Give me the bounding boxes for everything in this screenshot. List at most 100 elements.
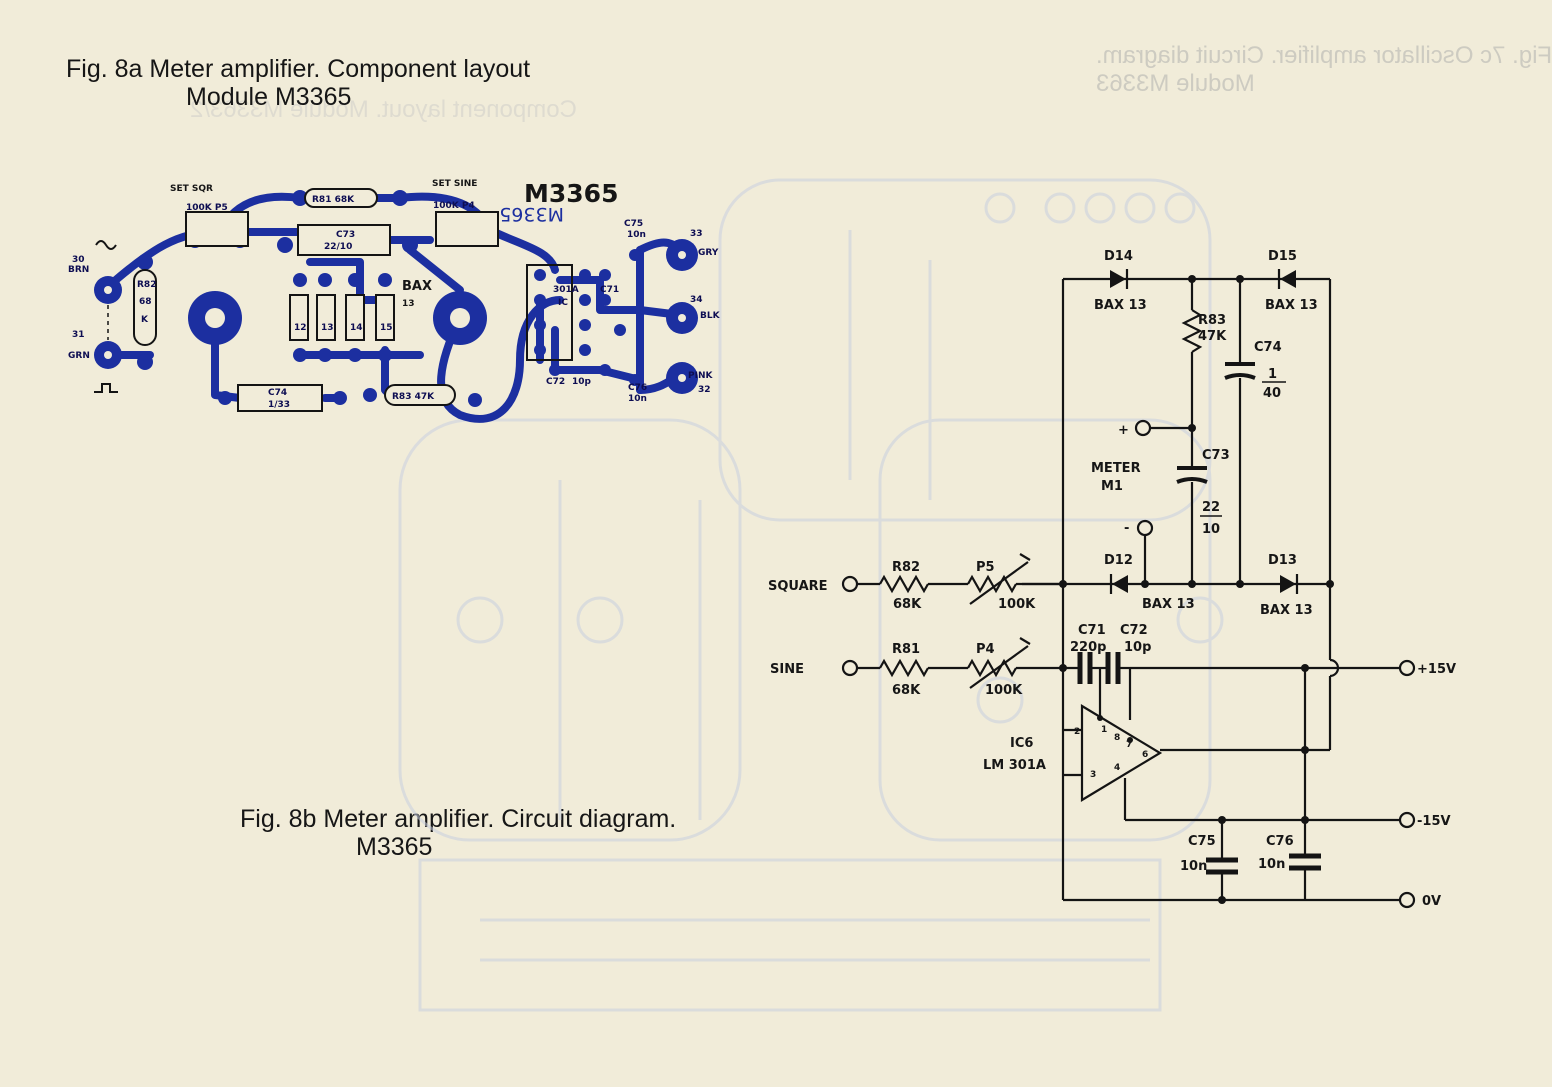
label-c74-value-bottom: 40 bbox=[1263, 386, 1281, 401]
label-d13-type: BAX 13 bbox=[1260, 603, 1313, 618]
label-pin32: 32 bbox=[698, 385, 711, 395]
label-set-sine: SET SINE bbox=[432, 179, 477, 189]
label-c76-value: 10n bbox=[1258, 857, 1285, 872]
label-d12-type: BAX 13 bbox=[1142, 597, 1195, 612]
label-p5: 100K P5 bbox=[186, 203, 228, 213]
fig8a-caption-module: Module M3365 bbox=[186, 83, 352, 111]
show-through-board bbox=[398, 178, 1224, 1012]
label-r82-unit: K bbox=[141, 315, 149, 325]
label-c71-value: 220p bbox=[1070, 640, 1106, 655]
label-pin33: 33 bbox=[690, 229, 703, 239]
label-c72: C72 bbox=[546, 377, 565, 387]
component-outlines bbox=[133, 188, 573, 412]
label-r81: R81 bbox=[892, 642, 920, 657]
label-d12: 12 bbox=[294, 323, 307, 333]
component-layout: SET SQR 100K P5 SET SINE 100K P4 R81 68K… bbox=[68, 179, 721, 423]
diode-d14 bbox=[1110, 269, 1129, 289]
label-p4: 100K P4 bbox=[433, 201, 475, 211]
label-d15: D15 bbox=[1268, 249, 1297, 264]
label-r81-value: 68K bbox=[892, 683, 921, 698]
label-pin8: 8 bbox=[1114, 733, 1120, 743]
fig8b-caption: Fig. 8b Meter amplifier. Circuit diagram… bbox=[240, 805, 677, 833]
terminal-31-hole bbox=[104, 351, 112, 359]
label-c72: C72 bbox=[1120, 623, 1148, 638]
label-c74-value: 1/33 bbox=[268, 400, 290, 410]
label-d12: D12 bbox=[1104, 553, 1133, 568]
capacitor-c71 bbox=[1077, 652, 1093, 684]
junction-dots bbox=[1059, 275, 1334, 904]
terminal-33-hole bbox=[678, 251, 686, 259]
circuit-diagram: D14 BAX 13 D15 BAX 13 R83 47K C74 1 40 +… bbox=[768, 249, 1456, 909]
sine-wave-icon bbox=[95, 240, 117, 250]
label-meter-plus: + bbox=[1118, 423, 1129, 438]
label-r83-value: 47K bbox=[1198, 329, 1227, 344]
mounting-hole-left bbox=[205, 308, 225, 328]
label-set-sqr: SET SQR bbox=[170, 184, 213, 194]
small-pads bbox=[137, 190, 641, 407]
diode-d12 bbox=[1109, 574, 1128, 594]
label-zero-v: 0V bbox=[1422, 894, 1441, 909]
label-c71: C71 bbox=[1078, 623, 1106, 638]
label-pin31: 31 bbox=[72, 330, 85, 340]
label-c74: C74 bbox=[268, 388, 287, 398]
label-ic: IC bbox=[558, 298, 568, 308]
label-r83: R83 47K bbox=[392, 392, 435, 402]
label-c76: C76 bbox=[1266, 834, 1294, 849]
label-pin2: 2 bbox=[1074, 727, 1080, 737]
label-c75-value: 10n bbox=[627, 230, 646, 240]
label-pin1: 1 bbox=[1101, 725, 1107, 735]
label-ic6: IC6 bbox=[1010, 736, 1033, 751]
label-c76-value: 10n bbox=[628, 394, 647, 404]
label-r82-value: 68K bbox=[893, 597, 922, 612]
label-pin30-colour: BRN bbox=[68, 265, 89, 275]
square-wave-icon bbox=[94, 383, 118, 393]
label-pin31-colour: GRN bbox=[68, 351, 90, 361]
label-pin3: 3 bbox=[1090, 770, 1096, 780]
label-c73-value-bottom: 10 bbox=[1202, 522, 1220, 537]
label-d14: D14 bbox=[1104, 249, 1133, 264]
label-d13: 13 bbox=[321, 323, 334, 333]
capacitor-c72 bbox=[1105, 652, 1121, 684]
label-pin34: 34 bbox=[690, 295, 703, 305]
label-module-handwritten: M3365 bbox=[499, 203, 564, 225]
label-ic6-type: LM 301A bbox=[983, 758, 1046, 773]
label-pin7: 7 bbox=[1126, 740, 1132, 750]
label-d15-type: BAX 13 bbox=[1265, 298, 1318, 313]
label-plus-15v: +15V bbox=[1417, 662, 1456, 677]
label-pin32-colour: PINK bbox=[688, 371, 713, 381]
label-c71: C71 bbox=[600, 285, 619, 295]
label-r82: R82 bbox=[892, 560, 920, 575]
label-d15: 15 bbox=[380, 323, 393, 333]
label-module-m3365: M3365 bbox=[524, 179, 618, 208]
label-square-input: SQUARE bbox=[768, 579, 828, 594]
label-p4: P4 bbox=[976, 642, 995, 657]
label-bax13: 13 bbox=[402, 299, 415, 309]
label-c76: C76 bbox=[628, 383, 647, 393]
mounting-hole-right bbox=[450, 308, 470, 328]
label-r82-value: 68 bbox=[139, 297, 152, 307]
terminal-30-hole bbox=[104, 286, 112, 294]
label-meter-minus: - bbox=[1124, 521, 1129, 536]
label-d13: D13 bbox=[1268, 553, 1297, 568]
label-c73: C73 bbox=[1202, 448, 1230, 463]
label-d14-type: BAX 13 bbox=[1094, 298, 1147, 313]
label-c75: C75 bbox=[624, 219, 643, 229]
capacitor-c74 bbox=[1224, 362, 1256, 380]
terminal-34-hole bbox=[678, 314, 686, 322]
label-c72-value: 10p bbox=[572, 377, 592, 387]
label-c75-value: 10n bbox=[1180, 859, 1207, 874]
label-meter: METER bbox=[1091, 461, 1141, 476]
label-c73-value-top: 22 bbox=[1202, 500, 1220, 515]
label-pin6: 6 bbox=[1142, 750, 1148, 760]
label-bax: BAX bbox=[402, 279, 432, 294]
fig8b-caption-module: M3365 bbox=[356, 833, 433, 861]
label-r81: R81 68K bbox=[312, 195, 355, 205]
label-r82: R82 bbox=[137, 280, 156, 290]
label-meter-id: M1 bbox=[1101, 479, 1123, 494]
schematic-wires bbox=[857, 277, 1400, 902]
capacitor-c75 bbox=[1206, 857, 1238, 875]
label-c74: C74 bbox=[1254, 340, 1282, 355]
fig8a-caption: Fig. 8a Meter amplifier. Component layou… bbox=[66, 55, 531, 83]
label-p5-value: 100K bbox=[998, 597, 1036, 612]
